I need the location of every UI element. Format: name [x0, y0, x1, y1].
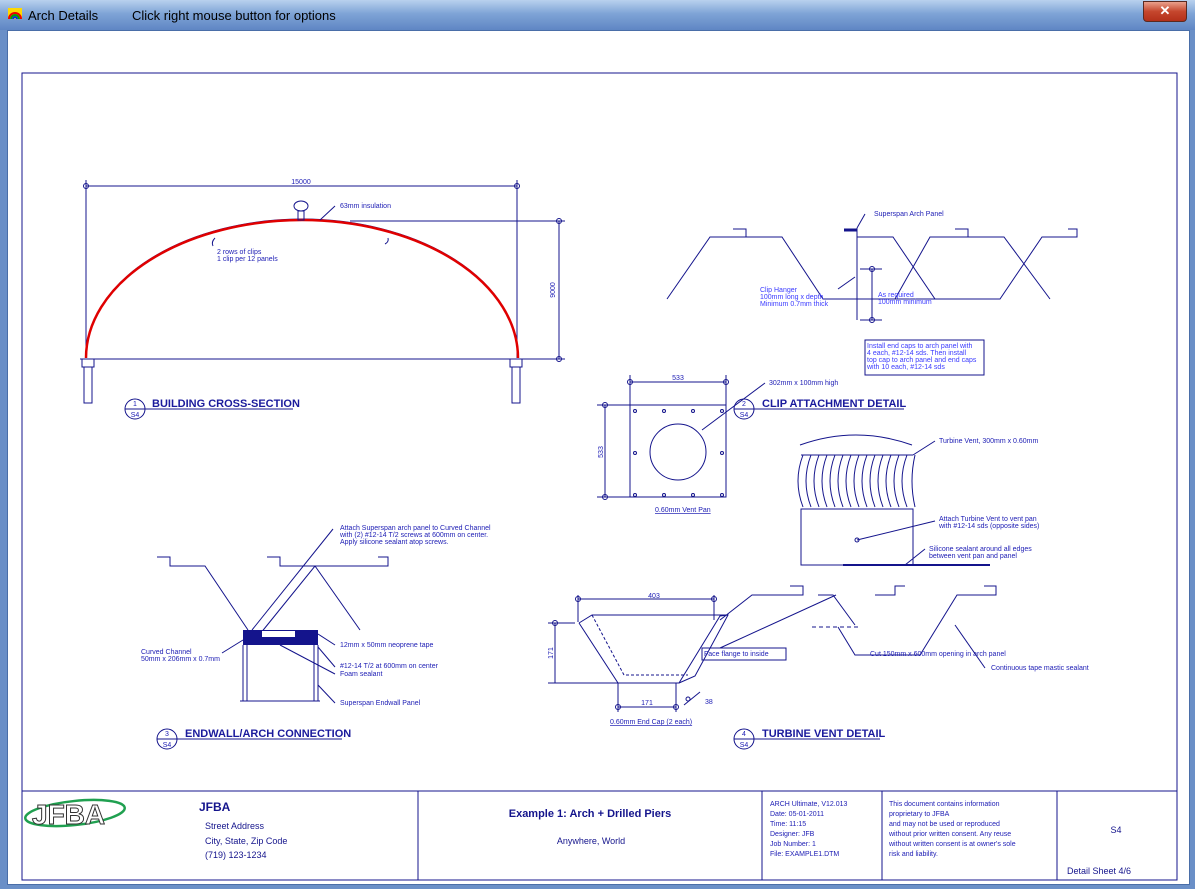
detail-sheet: S4 [740, 412, 749, 419]
note-line: 4 each, #12-14 sds. Then install [867, 350, 967, 357]
attach-label: with #12-14 sds (opposite sides) [938, 523, 1039, 530]
hole-label: 302mm x 100mm high [769, 380, 838, 387]
end-cap-label: 0.60mm End Cap (2 each) [610, 719, 692, 726]
required-label: As required [878, 292, 914, 299]
clip-attachment-detail: Superspan Arch Panel Clip Hanger 100mm l… [666, 211, 1078, 420]
window-title: Arch Details [28, 8, 99, 23]
heading-clip-attachment: CLIP ATTACHMENT DETAIL [762, 398, 906, 410]
sheet-border [21, 72, 1178, 881]
notice-line: without prior written consent. Any reuse [888, 831, 1011, 838]
attach-note: Apply silicone sealant atop screws. [340, 539, 449, 546]
sealant-label: between vent pan and panel [929, 553, 1017, 560]
drawing-area[interactable] [7, 30, 1190, 885]
notice-line: and may not be used or reproduced [889, 821, 1000, 828]
height-dimension: 9000 [550, 282, 557, 298]
pan-width-dim: 533 [672, 375, 684, 382]
close-button[interactable]: ✕ [1143, 1, 1187, 22]
attach-note: with (2) #12-14 T/2 screws at 600mm on c… [339, 532, 488, 539]
turbine-vent-detail: Turbine Vent, 300mm x 0.60mm Attach Turb… [548, 434, 1089, 750]
arch-profile [84, 218, 520, 359]
svg-text:JFBA: JFBA [32, 799, 105, 830]
note-line: Install end caps to arch panel with [867, 343, 973, 350]
pan-height-dim: 533 [598, 446, 605, 458]
cap-width-dim: 403 [648, 593, 660, 600]
jfba-logo: JFBA [24, 799, 126, 831]
window-hint: Click right mouse button for options [132, 8, 336, 23]
heading-cross-section: BUILDING CROSS-SECTION [152, 398, 300, 410]
clips-label: 1 clip per 12 panels [217, 256, 278, 263]
heading-endwall: ENDWALL/ARCH CONNECTION [185, 728, 351, 740]
vent-pan-label: 0.60mm Vent Pan [655, 507, 711, 514]
endwall-panel-label: Superspan Endwall Panel [340, 700, 421, 707]
company-phone: (719) 123-1234 [205, 850, 267, 860]
width-dimension: 15000 [291, 179, 311, 186]
hanger-label: 100mm long x depth [760, 294, 824, 301]
attach-label: Attach Turbine Vent to vent pan [939, 516, 1037, 523]
company-name: JFBA [199, 800, 231, 814]
info-line: Time: 11:15 [770, 821, 806, 828]
cap-height-dim: 171 [548, 647, 555, 659]
channel-label: Curved Channel [141, 649, 192, 656]
notice-line: proprietary to JFBA [889, 811, 950, 818]
heading-turbine-vent: TURBINE VENT DETAIL [762, 728, 886, 740]
panel-label: Superspan Arch Panel [874, 211, 944, 218]
clips-label: 2 rows of clips [217, 249, 262, 256]
note-line: with 10 each, #12-14 sds [866, 364, 945, 371]
project-location: Anywhere, World [557, 836, 625, 846]
info-line: Date: 05-01-2011 [770, 811, 824, 818]
hanger-label: Clip Hanger [760, 287, 798, 294]
detail-number: 4 [742, 731, 746, 738]
hanger-label: Minimum 0.7mm thick [760, 301, 829, 308]
screws-label: #12-14 T/2 at 600mm on center [340, 663, 439, 670]
project-title: Example 1: Arch + Drilled Piers [509, 808, 672, 820]
tape-label: 12mm x 50mm neoprene tape [340, 642, 433, 649]
info-line: Job Number: 1 [770, 841, 816, 848]
channel-label: 50mm x 206mm x 0.7mm [141, 656, 220, 663]
info-line: File: EXAMPLE1.DTM [770, 851, 839, 858]
insulation-label: 63mm insulation [340, 203, 391, 210]
cap-base-dim: 171 [641, 700, 653, 707]
mastic-label: Continuous tape mastic sealant [991, 665, 1089, 672]
sheet-number: S4 [1110, 825, 1121, 835]
endwall-arch-connection: Attach Superspan arch panel to Curved Ch… [141, 525, 491, 750]
detail-number: 3 [165, 731, 169, 738]
detail-sheet: S4 [131, 412, 140, 419]
building-cross-section: 15000 9000 63mm insulation 2 rows of cli… [80, 179, 565, 420]
notice-line: This document contains information [889, 801, 1000, 808]
flange-label: Face flange to inside [704, 651, 769, 658]
info-line: ARCH Ultimate, V12.013 [770, 801, 848, 808]
note-line: top cap to arch panel and end caps [867, 357, 977, 364]
foam-label: Foam sealant [340, 671, 382, 678]
notice-line: risk and liability. [889, 851, 938, 858]
rainbow-app-icon [8, 8, 22, 19]
vent-pan: 533 533 302mm x 100mm high 0.60mm Vent P… [597, 375, 838, 514]
required-label: 100mm minimum [878, 299, 932, 306]
cap-flange-dim: 38 [705, 699, 713, 706]
sheet-label: Detail Sheet 4/6 [1067, 866, 1131, 876]
attach-note: Attach Superspan arch panel to Curved Ch… [340, 525, 491, 532]
title-block: JFBA JFBA Street Address City, State, Zi… [22, 790, 1177, 880]
turbine-label: Turbine Vent, 300mm x 0.60mm [939, 438, 1039, 445]
detail-number: 2 [742, 401, 746, 408]
title-bar: Arch Details Click right mouse button fo… [0, 0, 1195, 30]
company-city: City, State, Zip Code [205, 836, 287, 846]
detail-sheet: S4 [163, 742, 172, 749]
turbine-vent-icon [293, 200, 309, 212]
info-line: Designer: JFB [770, 831, 815, 838]
detail-number: 1 [133, 401, 137, 408]
notice-line: without written consent is at owner's so… [888, 841, 1016, 848]
company-street: Street Address [205, 821, 265, 831]
cut-label: Cut 150mm x 600mm opening in arch panel [870, 651, 1006, 658]
detail-sheet: S4 [740, 742, 749, 749]
sealant-label: Silicone sealant around all edges [929, 546, 1032, 553]
